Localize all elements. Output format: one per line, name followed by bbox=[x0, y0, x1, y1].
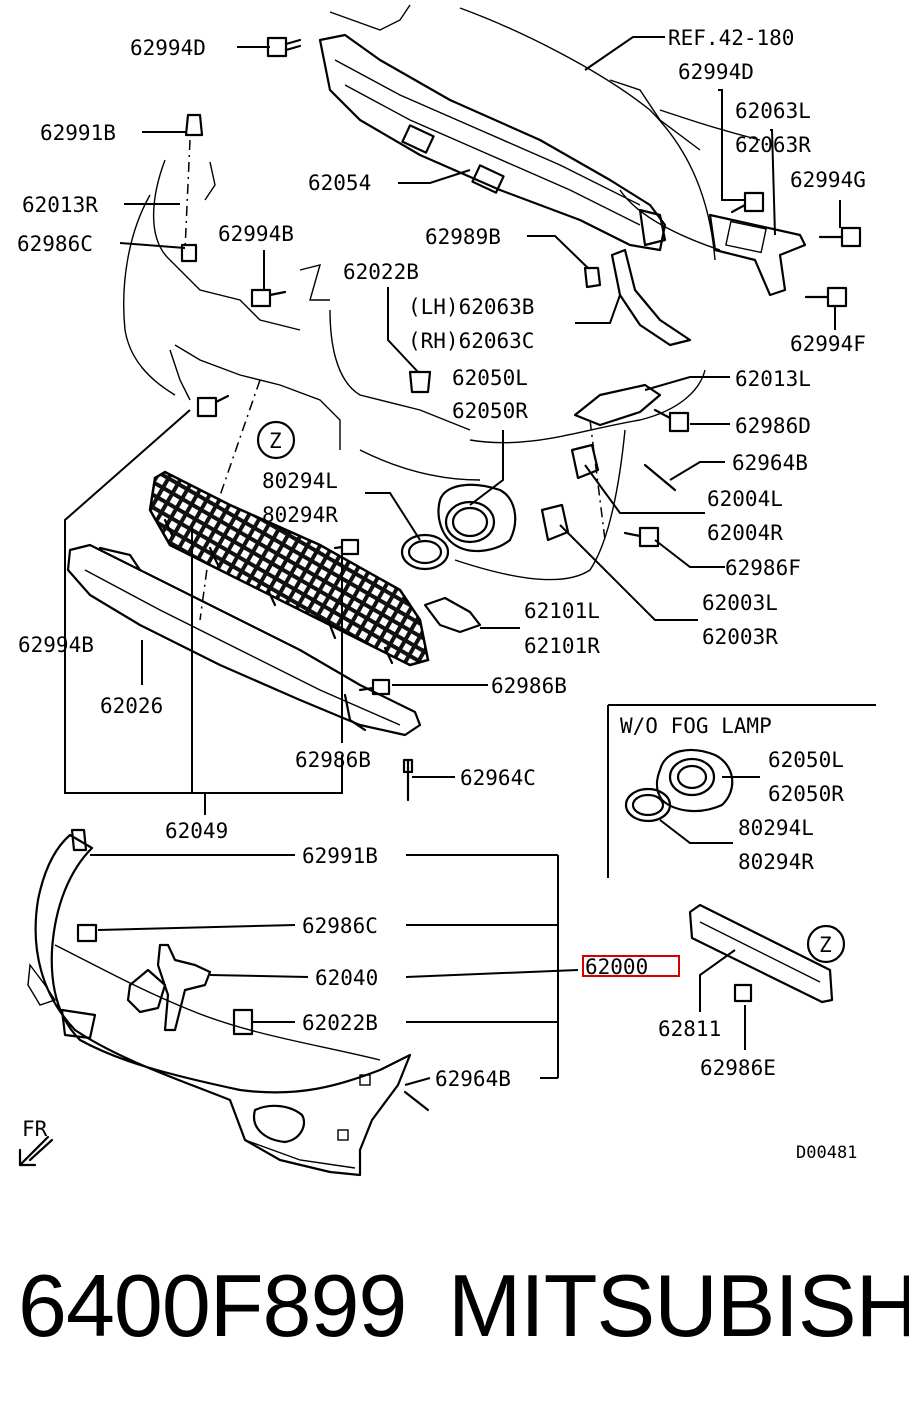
label-62003R: 62003R bbox=[702, 625, 778, 649]
part-number: 6400F899 bbox=[18, 1256, 407, 1355]
label-62986B-center: 62986B bbox=[295, 748, 371, 772]
wo-fog-lamp-frame bbox=[607, 704, 876, 878]
label-62004L: 62004L bbox=[707, 487, 783, 511]
label-62994D-right: 62994D bbox=[678, 60, 754, 84]
label-wo-fog-lamp: W/O FOG LAMP bbox=[620, 714, 772, 738]
label-62991B-bottom: 62991B bbox=[302, 844, 378, 868]
label-80294L-main: 80294L bbox=[262, 469, 338, 493]
parts-diagram: 62994D REF.42-180 62994D 62063L 62063R 6… bbox=[17, 4, 876, 1177]
label-62986C-bottom: 62986C bbox=[302, 914, 378, 938]
label-62986D: 62986D bbox=[735, 414, 811, 438]
label-62994G: 62994G bbox=[790, 168, 866, 192]
label-62986C-top: 62986C bbox=[17, 232, 93, 256]
brand-name: MITSUBISHI bbox=[448, 1256, 909, 1355]
label-62050L-box: 62050L bbox=[768, 748, 844, 772]
footer: 6400F899 MITSUBISHI bbox=[0, 1262, 909, 1392]
z-markers bbox=[256, 420, 846, 964]
label-62004R: 62004R bbox=[707, 521, 783, 545]
label-62994B-top: 62994B bbox=[218, 222, 294, 246]
label-62003L: 62003L bbox=[702, 591, 778, 615]
label-62063C: (RH)62063C bbox=[408, 329, 534, 353]
label-62994B-bottom: 62994B bbox=[18, 633, 94, 657]
wo-fog-lamp-parts bbox=[624, 748, 734, 823]
label-z-upper: Z bbox=[269, 429, 282, 453]
fog-lamp-parts bbox=[400, 383, 662, 634]
label-62013L: 62013L bbox=[735, 367, 811, 391]
label-62101L: 62101L bbox=[524, 599, 600, 623]
label-62811: 62811 bbox=[658, 1017, 721, 1041]
label-62050R-box: 62050R bbox=[768, 782, 844, 806]
label-ref: REF.42-180 bbox=[668, 26, 794, 50]
label-62054: 62054 bbox=[308, 171, 371, 195]
label-62101R: 62101R bbox=[524, 634, 600, 658]
label-62964C: 62964C bbox=[460, 766, 536, 790]
highlight-box bbox=[582, 955, 680, 977]
label-62000: 62000 bbox=[585, 955, 648, 979]
label-62994F: 62994F bbox=[790, 332, 866, 356]
label-62022B-bottom: 62022B bbox=[302, 1011, 378, 1035]
label-62063B: (LH)62063B bbox=[408, 295, 534, 319]
label-62991B-top: 62991B bbox=[40, 121, 116, 145]
plate-bracket bbox=[688, 903, 834, 1004]
label-62986B-right: 62986B bbox=[491, 674, 567, 698]
label-62964B-bottom: 62964B bbox=[435, 1067, 511, 1091]
label-62013R: 62013R bbox=[22, 193, 98, 217]
label-62040: 62040 bbox=[315, 966, 378, 990]
label-62063R: 62063R bbox=[735, 133, 811, 157]
label-fr: FR bbox=[22, 1117, 48, 1141]
label-80294R-main: 80294R bbox=[262, 503, 338, 527]
label-62964B-top: 62964B bbox=[732, 451, 808, 475]
label-62986F: 62986F bbox=[725, 556, 801, 580]
label-62050L-main: 62050L bbox=[452, 366, 528, 390]
label-62989B: 62989B bbox=[425, 225, 501, 249]
reinforcement-bar bbox=[318, 33, 667, 252]
side-bracket bbox=[610, 213, 807, 347]
label-62022B-top: 62022B bbox=[343, 260, 419, 284]
label-diagram-code: D00481 bbox=[796, 1143, 857, 1163]
label-62049: 62049 bbox=[165, 819, 228, 843]
label-62063L: 62063L bbox=[735, 99, 811, 123]
label-62026: 62026 bbox=[100, 694, 163, 718]
grille bbox=[148, 470, 430, 667]
label-80294L-box: 80294L bbox=[738, 816, 814, 840]
label-80294R-box: 80294R bbox=[738, 850, 814, 874]
lower-spoiler bbox=[66, 543, 422, 737]
label-62986E: 62986E bbox=[700, 1056, 776, 1080]
leader-lines bbox=[64, 36, 841, 1086]
label-62994D-top: 62994D bbox=[130, 36, 206, 60]
fasteners bbox=[180, 36, 862, 802]
part-labels: 62994D REF.42-180 62994D 62063L 62063R 6… bbox=[17, 26, 866, 1163]
label-62050R-main: 62050R bbox=[452, 399, 528, 423]
front-bumper bbox=[27, 828, 430, 1177]
label-z-lower: Z bbox=[819, 933, 832, 957]
front-arrow-icon bbox=[18, 1135, 54, 1167]
